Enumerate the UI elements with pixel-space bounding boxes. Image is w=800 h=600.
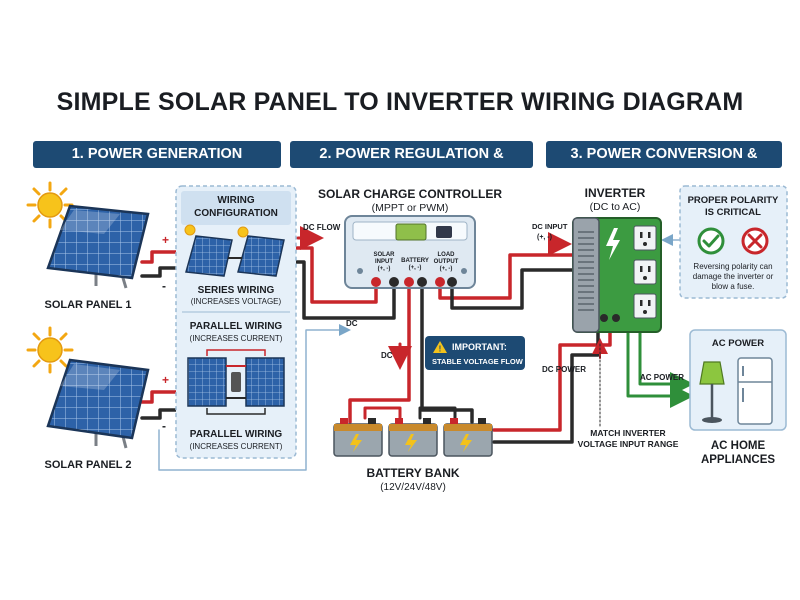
terminal-icon <box>404 277 414 287</box>
series-wiring-label: SERIES WIRING <box>198 285 275 296</box>
polarity-text: damage the inverter or <box>693 272 774 281</box>
wiring-config-title: WIRING <box>217 195 254 206</box>
battery-icon <box>443 418 493 457</box>
solar-input-label: (+, -) <box>378 266 391 272</box>
parallel-wiring-label: PARALLEL WIRING <box>190 321 283 332</box>
battery-icon <box>333 418 383 457</box>
dc-label: DC <box>346 319 358 328</box>
dc-flow-label: DC FLOW <box>303 223 341 232</box>
load-output-label: LOAD <box>438 252 456 258</box>
minus-sign: - <box>162 419 166 433</box>
sun-icon <box>26 181 74 229</box>
inverter-subtitle: (DC to AC) <box>590 201 641 213</box>
terminal-icon <box>371 277 381 287</box>
lamp-icon <box>699 361 725 423</box>
dc-label: DC <box>381 351 393 360</box>
warning-icon <box>433 341 447 353</box>
terminal-icon <box>389 277 399 287</box>
dc-wires <box>140 226 694 471</box>
solar-panel-1 <box>46 204 150 289</box>
cross-icon <box>741 227 769 255</box>
ac-power-box-title: AC POWER <box>712 338 764 349</box>
ac-appliances-label: APPLIANCES <box>701 454 775 466</box>
dc-input-label: DC INPUT <box>532 222 568 231</box>
parallel-wiring-note: (INCREASES CURRENT) <box>190 334 283 343</box>
polarity-title: PROPER POLARITY <box>688 195 779 206</box>
solar-panel-2-label: SOLAR PANEL 2 <box>45 459 132 471</box>
outlet-icon <box>633 293 657 319</box>
battery-bank <box>333 418 493 457</box>
battery-bank-subtitle: (12V/24V/48V) <box>380 482 446 493</box>
parallel-wiring-label: PARALLEL WIRING <box>190 429 283 440</box>
outlet-icon <box>633 259 657 285</box>
important-title: IMPORTANT: <box>452 342 507 352</box>
polarity-title: IS CRITICAL <box>705 207 761 218</box>
section-header-generation: 1. POWER GENERATION <box>33 141 281 168</box>
section-header-conversion: 3. POWER CONVERSION & USAGE <box>546 141 782 189</box>
parallel-wiring-note: (INCREASES CURRENT) <box>190 442 283 451</box>
wiring-configuration-box <box>175 185 297 459</box>
important-text: STABLE VOLTAGE FLOW <box>432 357 524 366</box>
load-output-label: OUTPUT <box>434 259 459 265</box>
battery-terminal-label: BATTERY <box>401 258 429 264</box>
controller-title: SOLAR CHARGE CONTROLLER <box>318 187 502 201</box>
sun-icon <box>26 326 74 374</box>
lightning-icon <box>606 228 620 260</box>
minus-sign: - <box>162 279 166 293</box>
series-wiring-note: (INCREASES VOLTAGE) <box>191 297 282 306</box>
ac-power-flow-label: AC POWER <box>640 373 684 382</box>
important-callout: ! <box>425 336 525 370</box>
plus-sign: + <box>162 233 169 247</box>
solar-panel-2 <box>46 358 150 449</box>
controller-subtitle: (MPPT or PWM) <box>372 202 449 214</box>
dc-input-label: (+, -) <box>537 234 552 241</box>
solar-panel-1-label: SOLAR PANEL 1 <box>45 299 132 311</box>
sun-icon <box>184 224 196 236</box>
section-header-regulation: 2. POWER REGULATION & STORAGE <box>290 141 533 189</box>
polarity-warning-box <box>679 185 788 299</box>
solar-input-label: INPUT <box>375 259 393 265</box>
battery-icon <box>388 418 438 457</box>
terminal-icon <box>435 277 445 287</box>
outlet-icon <box>633 225 657 251</box>
dc-power-label: DC POWER <box>542 365 586 374</box>
warning-icon-mark: ! <box>439 345 442 354</box>
plus-sign: + <box>162 373 169 387</box>
match-inverter-note: MATCH INVERTER <box>590 428 665 438</box>
solar-input-label: SOLAR <box>374 252 396 258</box>
terminal-icon <box>447 277 457 287</box>
ac-appliances-label: AC HOME <box>711 440 766 452</box>
refrigerator-icon <box>737 357 773 425</box>
checkmark-icon <box>697 227 725 255</box>
controller-display <box>395 223 427 241</box>
charge-controller <box>344 215 476 289</box>
load-output-label: (+, -) <box>440 266 453 272</box>
battery-bank-title: BATTERY BANK <box>366 466 459 480</box>
wiring-config-title: CONFIGURATION <box>194 208 278 219</box>
ac-power-box <box>689 329 787 431</box>
inverter-unit <box>572 217 662 333</box>
diagram-title: SIMPLE SOLAR PANEL TO INVERTER WIRING DI… <box>56 88 744 116</box>
terminal-icon <box>417 277 427 287</box>
polarity-text: Reversing polarity can <box>693 262 772 271</box>
inverter-title: INVERTER <box>585 186 646 200</box>
battery-terminal-label: (+, -) <box>409 265 422 271</box>
match-inverter-note: VOLTAGE INPUT RANGE <box>578 439 679 449</box>
polarity-text: blow a fuse. <box>712 282 755 291</box>
sun-icon <box>237 226 249 238</box>
